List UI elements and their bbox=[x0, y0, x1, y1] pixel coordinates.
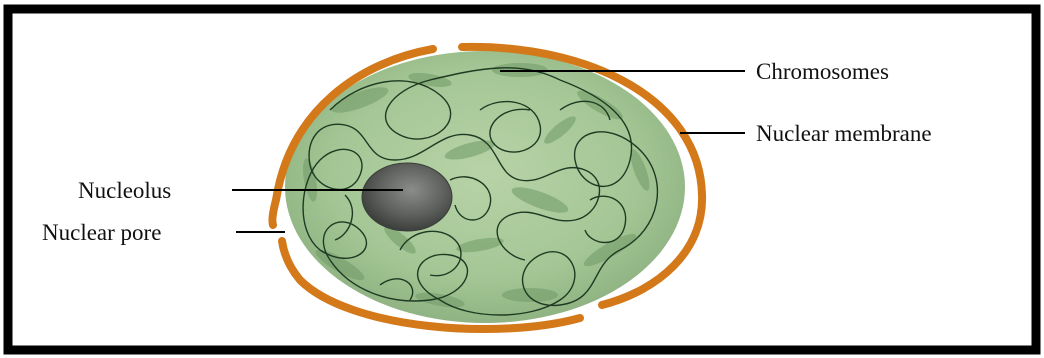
nucleus-body bbox=[285, 51, 685, 323]
nuclear-pore-label: Nuclear pore bbox=[42, 220, 161, 245]
chromosomes-label: Chromosomes bbox=[756, 59, 889, 84]
nucleolus bbox=[362, 163, 452, 231]
nucleolus-label: Nucleolus bbox=[78, 178, 171, 203]
nuclear-membrane-label: Nuclear membrane bbox=[756, 121, 932, 146]
